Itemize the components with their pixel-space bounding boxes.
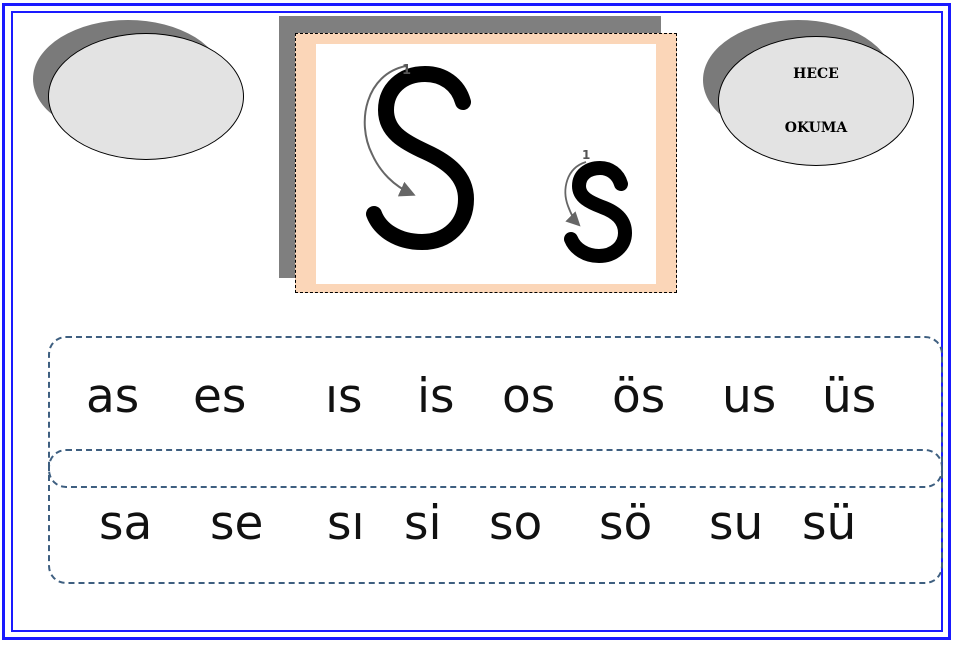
syllable: üs xyxy=(822,369,877,424)
syllable: os xyxy=(502,369,556,424)
syllable: si xyxy=(404,496,442,551)
syllable: ös xyxy=(612,369,666,424)
page-outer-border xyxy=(2,3,951,640)
syllable-row-2-box xyxy=(48,449,943,584)
title-badge: HECE OKUMA xyxy=(718,36,914,166)
syllable: sa xyxy=(99,496,153,551)
uppercase-stroke-arrow-icon xyxy=(363,65,416,197)
syllable: sö xyxy=(599,496,653,551)
syllable: ıs xyxy=(325,369,363,424)
title-badge-line1: HECE xyxy=(793,66,839,82)
syllable: so xyxy=(489,496,543,551)
lowercase-stroke-number: 1 xyxy=(582,148,590,162)
syllable: sü xyxy=(802,496,857,551)
syllable: us xyxy=(722,369,777,424)
syllable: is xyxy=(417,369,455,424)
uppercase-stroke-number: 1 xyxy=(402,63,411,78)
syllable: sı xyxy=(327,496,365,551)
syllable: as xyxy=(86,369,140,424)
uppercase-s-glyph xyxy=(366,65,475,251)
letter-card: 1 1 xyxy=(316,44,656,284)
syllable: se xyxy=(210,496,264,551)
lowercase-stroke-arrow-icon xyxy=(564,161,587,227)
lowercase-s-glyph xyxy=(564,160,633,264)
title-badge-line2: OKUMA xyxy=(784,120,848,136)
syllable-row-1-box xyxy=(48,336,943,488)
left-oval xyxy=(48,33,244,160)
letter-writing-guide: 1 1 xyxy=(363,63,633,264)
syllable: su xyxy=(709,496,764,551)
page-inner-border xyxy=(11,11,943,632)
syllable: es xyxy=(193,369,247,424)
